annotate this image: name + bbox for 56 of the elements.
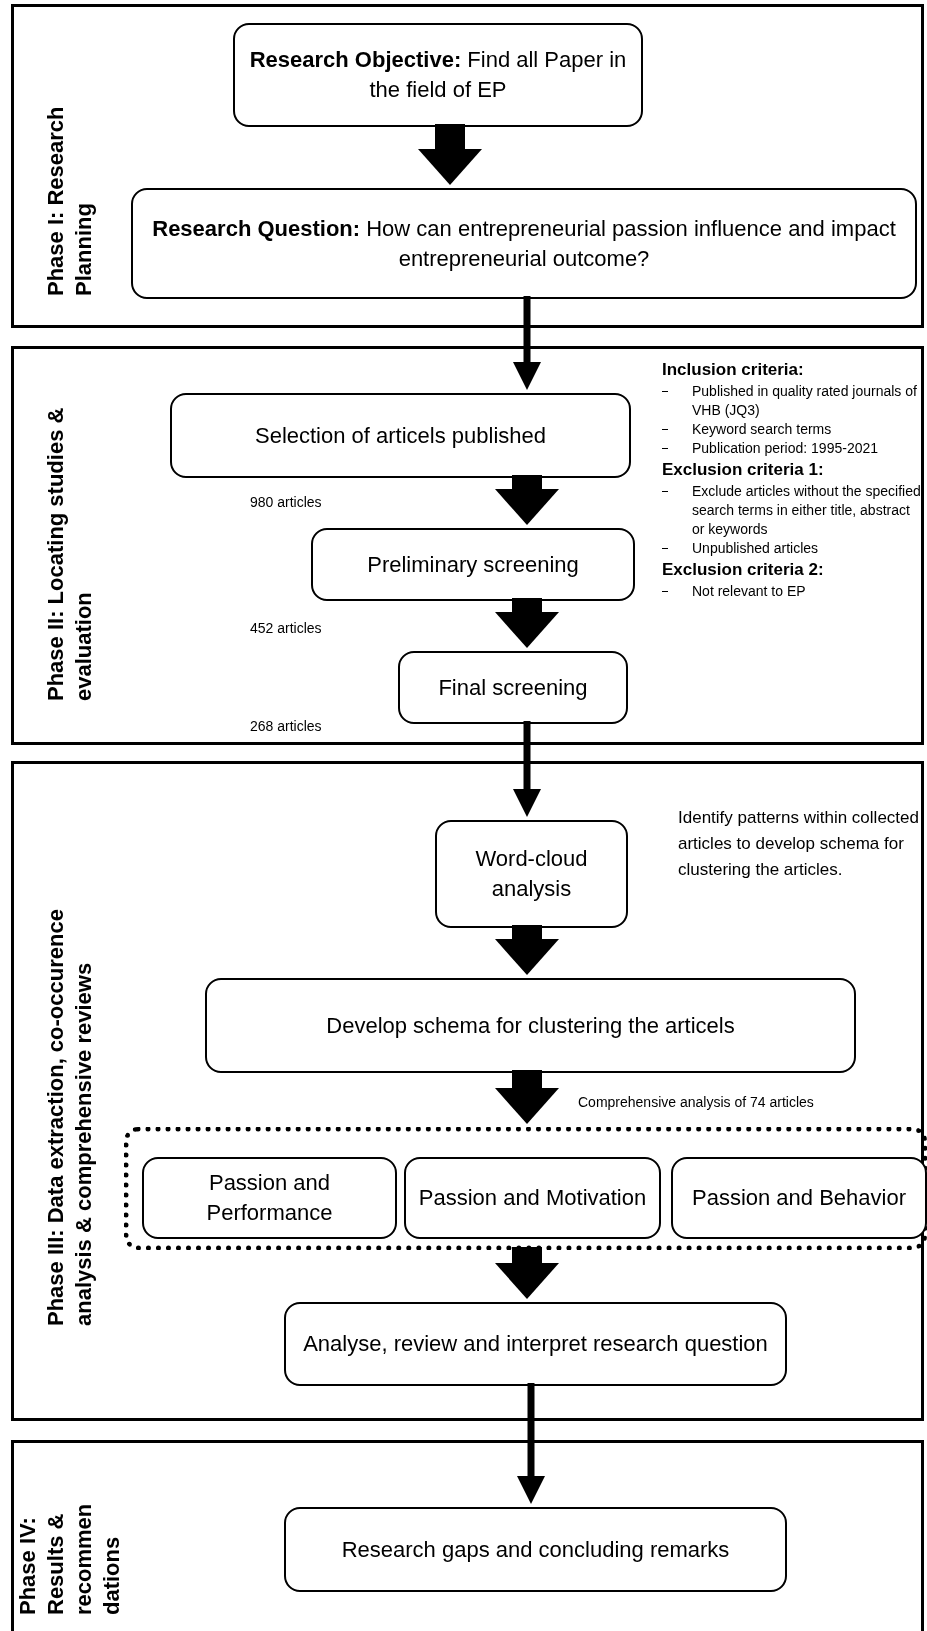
arrow xyxy=(495,475,559,525)
step-text: Research Objective: Find all Paper in the field of EP xyxy=(248,46,628,104)
arrow xyxy=(517,1383,545,1504)
arrow xyxy=(513,721,541,817)
group-outline xyxy=(124,1127,927,1250)
criteria-item: Unpublished articles xyxy=(692,539,819,558)
process-box xyxy=(233,23,643,127)
process-box xyxy=(435,820,628,928)
annotation-text: 980 articles xyxy=(250,493,323,512)
arrow xyxy=(495,1247,559,1299)
arrow xyxy=(495,925,559,975)
process-box xyxy=(284,1507,787,1592)
process-box xyxy=(284,1302,787,1386)
phase-panel xyxy=(11,1440,924,1631)
criteria-item: Not relevant to EP xyxy=(692,582,806,601)
criteria-heading: Exclusion criteria 1: xyxy=(662,459,825,481)
arrow xyxy=(418,124,482,185)
criteria-heading: Inclusion criteria: xyxy=(662,359,805,381)
criteria-item: Keyword search terms xyxy=(692,420,832,439)
phase-panel xyxy=(11,4,924,328)
annotation-text: Comprehensive analysis of 74 articles xyxy=(578,1093,815,1112)
step-text: Word-cloud analysis xyxy=(474,845,589,903)
criteria-item: Exclude articles without the specified search terms in either title, abstract or keywords xyxy=(692,482,922,539)
step-text: Preliminary screening xyxy=(366,550,580,579)
step-text: Research gaps and concluding remarks xyxy=(340,1535,731,1564)
arrow xyxy=(495,1070,559,1124)
annotation-text: Identify patterns within collected articles to develop schema for clustering the articles. xyxy=(678,807,920,881)
phase-panel xyxy=(11,761,924,1421)
annotation-text: 452 articles xyxy=(250,619,323,638)
step-text: Research Question: How can entrepreneurial passion influence and impact entrepreneurial outcome? xyxy=(151,214,897,273)
phase-label: Phase I: Research Planning xyxy=(42,105,97,296)
criteria-item: Publication period: 1995-2021 xyxy=(692,439,879,458)
step-text: Final screening xyxy=(437,673,589,702)
process-box xyxy=(131,188,917,299)
criteria-item: Published in quality rated journals of VHB (JQ3) xyxy=(692,382,918,420)
step-text: Passion and Motivation xyxy=(417,1184,648,1212)
process-box xyxy=(170,393,631,478)
arrow xyxy=(495,598,559,648)
step-text: Analyse, review and interpret research question xyxy=(302,1330,769,1358)
process-box xyxy=(671,1157,927,1239)
process-box xyxy=(404,1157,661,1239)
phase-label: Phase II: Locating studies & evaluation xyxy=(42,406,97,701)
step-text: Passion and Behavior xyxy=(691,1184,907,1212)
count-text: 268 articles xyxy=(250,717,322,736)
phase-label: Phase IV: Results & recommen dations xyxy=(14,1502,125,1615)
process-box xyxy=(398,651,628,724)
criteria-heading: Exclusion criteria 2: xyxy=(662,559,825,581)
process-box xyxy=(311,528,635,601)
phase-label: Phase III: Data extraction, co-occurence analysis & comprehensive reviews xyxy=(42,908,97,1326)
step-text: Develop schema for clustering the articels xyxy=(325,1011,736,1040)
step-text: Selection of articels published xyxy=(253,421,548,450)
phase-panel xyxy=(11,346,924,745)
process-box xyxy=(142,1157,397,1239)
arrow xyxy=(513,296,541,390)
step-text: Passion and Performance xyxy=(205,1169,334,1227)
process-box xyxy=(205,978,856,1073)
